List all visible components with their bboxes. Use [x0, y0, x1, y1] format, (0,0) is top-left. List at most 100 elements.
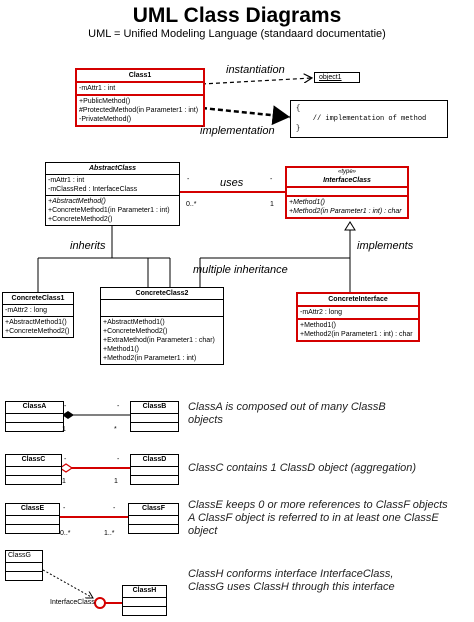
class1-attributes: -mAttr1 : int: [77, 83, 203, 96]
ab-mult-b-bottom: *: [114, 426, 117, 433]
interface-class-box[interactable]: «type» InterfaceClass +Method1() +Method…: [285, 166, 409, 219]
classD-methods: [131, 476, 178, 484]
gh-description: ClassH conforms interface InterfaceClass…: [188, 568, 395, 594]
ef-mult-a-top: -: [63, 505, 66, 512]
uses-mult-right-bottom: 1: [270, 201, 274, 208]
classF-box[interactable]: ClassF: [128, 503, 179, 534]
cd-mult-a-bottom: 1: [62, 478, 66, 485]
classH-box[interactable]: ClassH: [122, 585, 167, 616]
class1-box[interactable]: Class1 -mAttr1 : int +PublicMethod() #Pr…: [75, 68, 205, 127]
label-uses: uses: [220, 177, 244, 189]
concrete-interface-box[interactable]: ConcreteInterface -mAttr2 : long +Method…: [296, 292, 420, 342]
classD-name: ClassD: [131, 455, 178, 467]
classC-box[interactable]: ClassC: [5, 454, 62, 485]
classH-attributes: [123, 598, 166, 607]
concrete-interface-attributes: -mAttr2 : long: [298, 307, 418, 320]
classE-methods: [6, 525, 59, 533]
classG-box[interactable]: ClassG: [5, 550, 43, 581]
ab-desc-line-2: objects: [188, 414, 223, 426]
ab-mult-a-bottom: 1: [62, 426, 66, 433]
class1-method-1: +PublicMethod(): [79, 98, 131, 105]
classE-box[interactable]: ClassE: [5, 503, 60, 534]
cd-desc-line-1: ClassC contains 1 ClassD object (aggrega…: [188, 462, 417, 474]
interface-method-2: +Method2(in Parameter1 : int) : char: [289, 208, 402, 215]
concrete1-method-1: +AbstractMethod1(): [5, 319, 67, 326]
concrete-class-2-name: ConcreteClass2: [101, 288, 223, 300]
ef-mult-b-top: -: [113, 505, 116, 512]
ef-desc-line-2: A ClassF object is referred to in at lea…: [188, 512, 439, 524]
classD-box[interactable]: ClassD: [130, 454, 179, 485]
classB-methods: [131, 423, 178, 431]
interface-class-methods: +Method1() +Method2(in Parameter1 : int)…: [287, 197, 407, 217]
classF-name: ClassF: [129, 504, 178, 516]
interface-class-name: InterfaceClass: [323, 177, 371, 184]
ab-mult-a-top: -: [64, 403, 67, 410]
concrete-class-1-box[interactable]: ConcreteClass1 -mAttr2 : long +AbstractM…: [2, 292, 74, 338]
ef-description: ClassE keeps 0 or more references to Cla…: [188, 499, 448, 538]
classC-attributes: [6, 467, 61, 476]
classB-attributes: [131, 414, 178, 423]
concrete2-method-5: +Method2(in Parameter1 : int): [103, 355, 197, 362]
page-subtitle: UML = Unified Modeling Language (standaa…: [88, 28, 386, 40]
abstract-method-3: +ConcreteMethod2(): [48, 216, 113, 223]
note-line-2: // implementation of method: [296, 115, 427, 123]
label-implements: implements: [357, 240, 414, 252]
ef-desc-line-1: ClassE keeps 0 or more references to Cla…: [188, 499, 448, 511]
classA-box[interactable]: ClassA: [5, 401, 64, 432]
classA-methods: [6, 423, 63, 431]
classD-attributes: [131, 467, 178, 476]
dependency-arrow: [35, 565, 93, 598]
interface-stereotype: «type»: [337, 169, 356, 175]
implementation-note: { // implementation of method }: [290, 100, 448, 138]
concrete2-method-1: +AbstractMethod1(): [103, 319, 165, 326]
abstract-class-name: AbstractClass: [46, 163, 179, 175]
classE-attributes: [6, 516, 59, 525]
gh-desc-line-1: ClassH conforms interface InterfaceClass…: [188, 568, 394, 580]
concrete-interface-method-2: +Method2(in Parameter1 : int) : char: [300, 331, 413, 338]
uses-mult-left-top: -: [187, 176, 190, 183]
concrete-interface-name: ConcreteInterface: [298, 294, 418, 307]
object1-box[interactable]: object1: [314, 72, 360, 83]
ef-mult-b-bottom: 1..*: [104, 530, 115, 537]
note-line-1: {: [296, 105, 301, 113]
instantiation-arrow: [201, 78, 312, 85]
ab-description: ClassA is composed out of many ClassB ob…: [188, 401, 386, 427]
implementation-arrow: [201, 105, 291, 126]
abstract-attr-1: -mAttr1 : int: [48, 177, 85, 184]
abstract-class-attributes: -mAttr1 : int -mClassRed : InterfaceClas…: [46, 175, 179, 196]
interface-method-1: +Method1(): [289, 199, 325, 206]
abstract-method-2: +ConcreteMethod1(in Parameter1 : int): [48, 207, 170, 214]
label-inherits: inherits: [70, 240, 106, 252]
cd-description: ClassC contains 1 ClassD object (aggrega…: [188, 462, 416, 475]
classC-methods: [6, 476, 61, 484]
implements-triangle: [344, 221, 356, 231]
concrete-interface-method-1: +Method1(): [300, 322, 336, 329]
classG-attributes: [6, 563, 42, 572]
interface-lollipop: [94, 597, 106, 609]
interface-class-attributes: [287, 188, 407, 197]
concrete2-method-2: +ConcreteMethod2(): [103, 328, 168, 335]
classG-methods: [6, 572, 42, 580]
lollipop-interface-label: InterfaceClass: [50, 599, 95, 606]
cd-mult-b-bottom: 1: [114, 478, 118, 485]
interface-class-header: «type» InterfaceClass: [287, 168, 407, 188]
abstract-attr-2: -mClassRed : InterfaceClass: [48, 186, 138, 193]
classB-name: ClassB: [131, 402, 178, 414]
concrete1-attr-1: -mAttr2 : long: [5, 307, 48, 314]
classF-attributes: [129, 516, 178, 525]
class1-method-3: -PrivateMethod(): [79, 116, 132, 123]
concrete-class-2-box[interactable]: ConcreteClass2 +AbstractMethod1() +Concr…: [100, 287, 224, 365]
classB-box[interactable]: ClassB: [130, 401, 179, 432]
concrete1-method-2: +ConcreteMethod2(): [5, 328, 70, 335]
concrete-class-2-attributes: [101, 300, 223, 317]
concrete2-method-3: +ExtraMethod(in Parameter1 : char): [103, 337, 215, 344]
class1-attr-1: -mAttr1 : int: [79, 85, 116, 92]
class1-methods: +PublicMethod() #ProtectedMethod(in Para…: [77, 96, 203, 125]
cd-mult-a-top: -: [64, 456, 67, 463]
abstract-class-box[interactable]: AbstractClass -mAttr1 : int -mClassRed :…: [45, 162, 180, 226]
gh-desc-line-2: ClassG uses ClassH through this interfac…: [188, 581, 395, 593]
concrete-class-1-name: ConcreteClass1: [3, 293, 73, 305]
ef-desc-line-3: object: [188, 525, 218, 537]
class1-method-2: #ProtectedMethod(in Parameter1 : int): [79, 107, 199, 114]
ef-mult-a-bottom: 0..*: [60, 530, 71, 537]
